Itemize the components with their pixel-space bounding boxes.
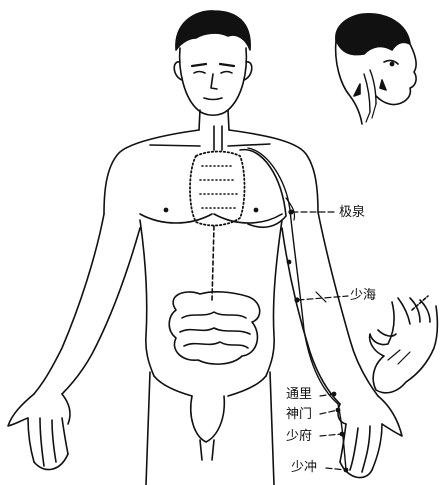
label-shaohai: 少海 bbox=[349, 289, 377, 303]
left-arm bbox=[8, 214, 140, 470]
intestines bbox=[169, 226, 259, 364]
heart-lung bbox=[190, 126, 286, 227]
label-shaochong: 少冲 bbox=[290, 461, 318, 475]
label-shenmen: 神门 bbox=[285, 408, 313, 422]
label-shaofu: 少府 bbox=[285, 430, 313, 444]
inset-head-profile bbox=[336, 14, 416, 124]
inset-hand bbox=[370, 296, 438, 393]
head bbox=[174, 11, 252, 115]
label-jiquan: 极泉 bbox=[338, 206, 366, 220]
label-tongli: 通里 bbox=[285, 388, 313, 402]
